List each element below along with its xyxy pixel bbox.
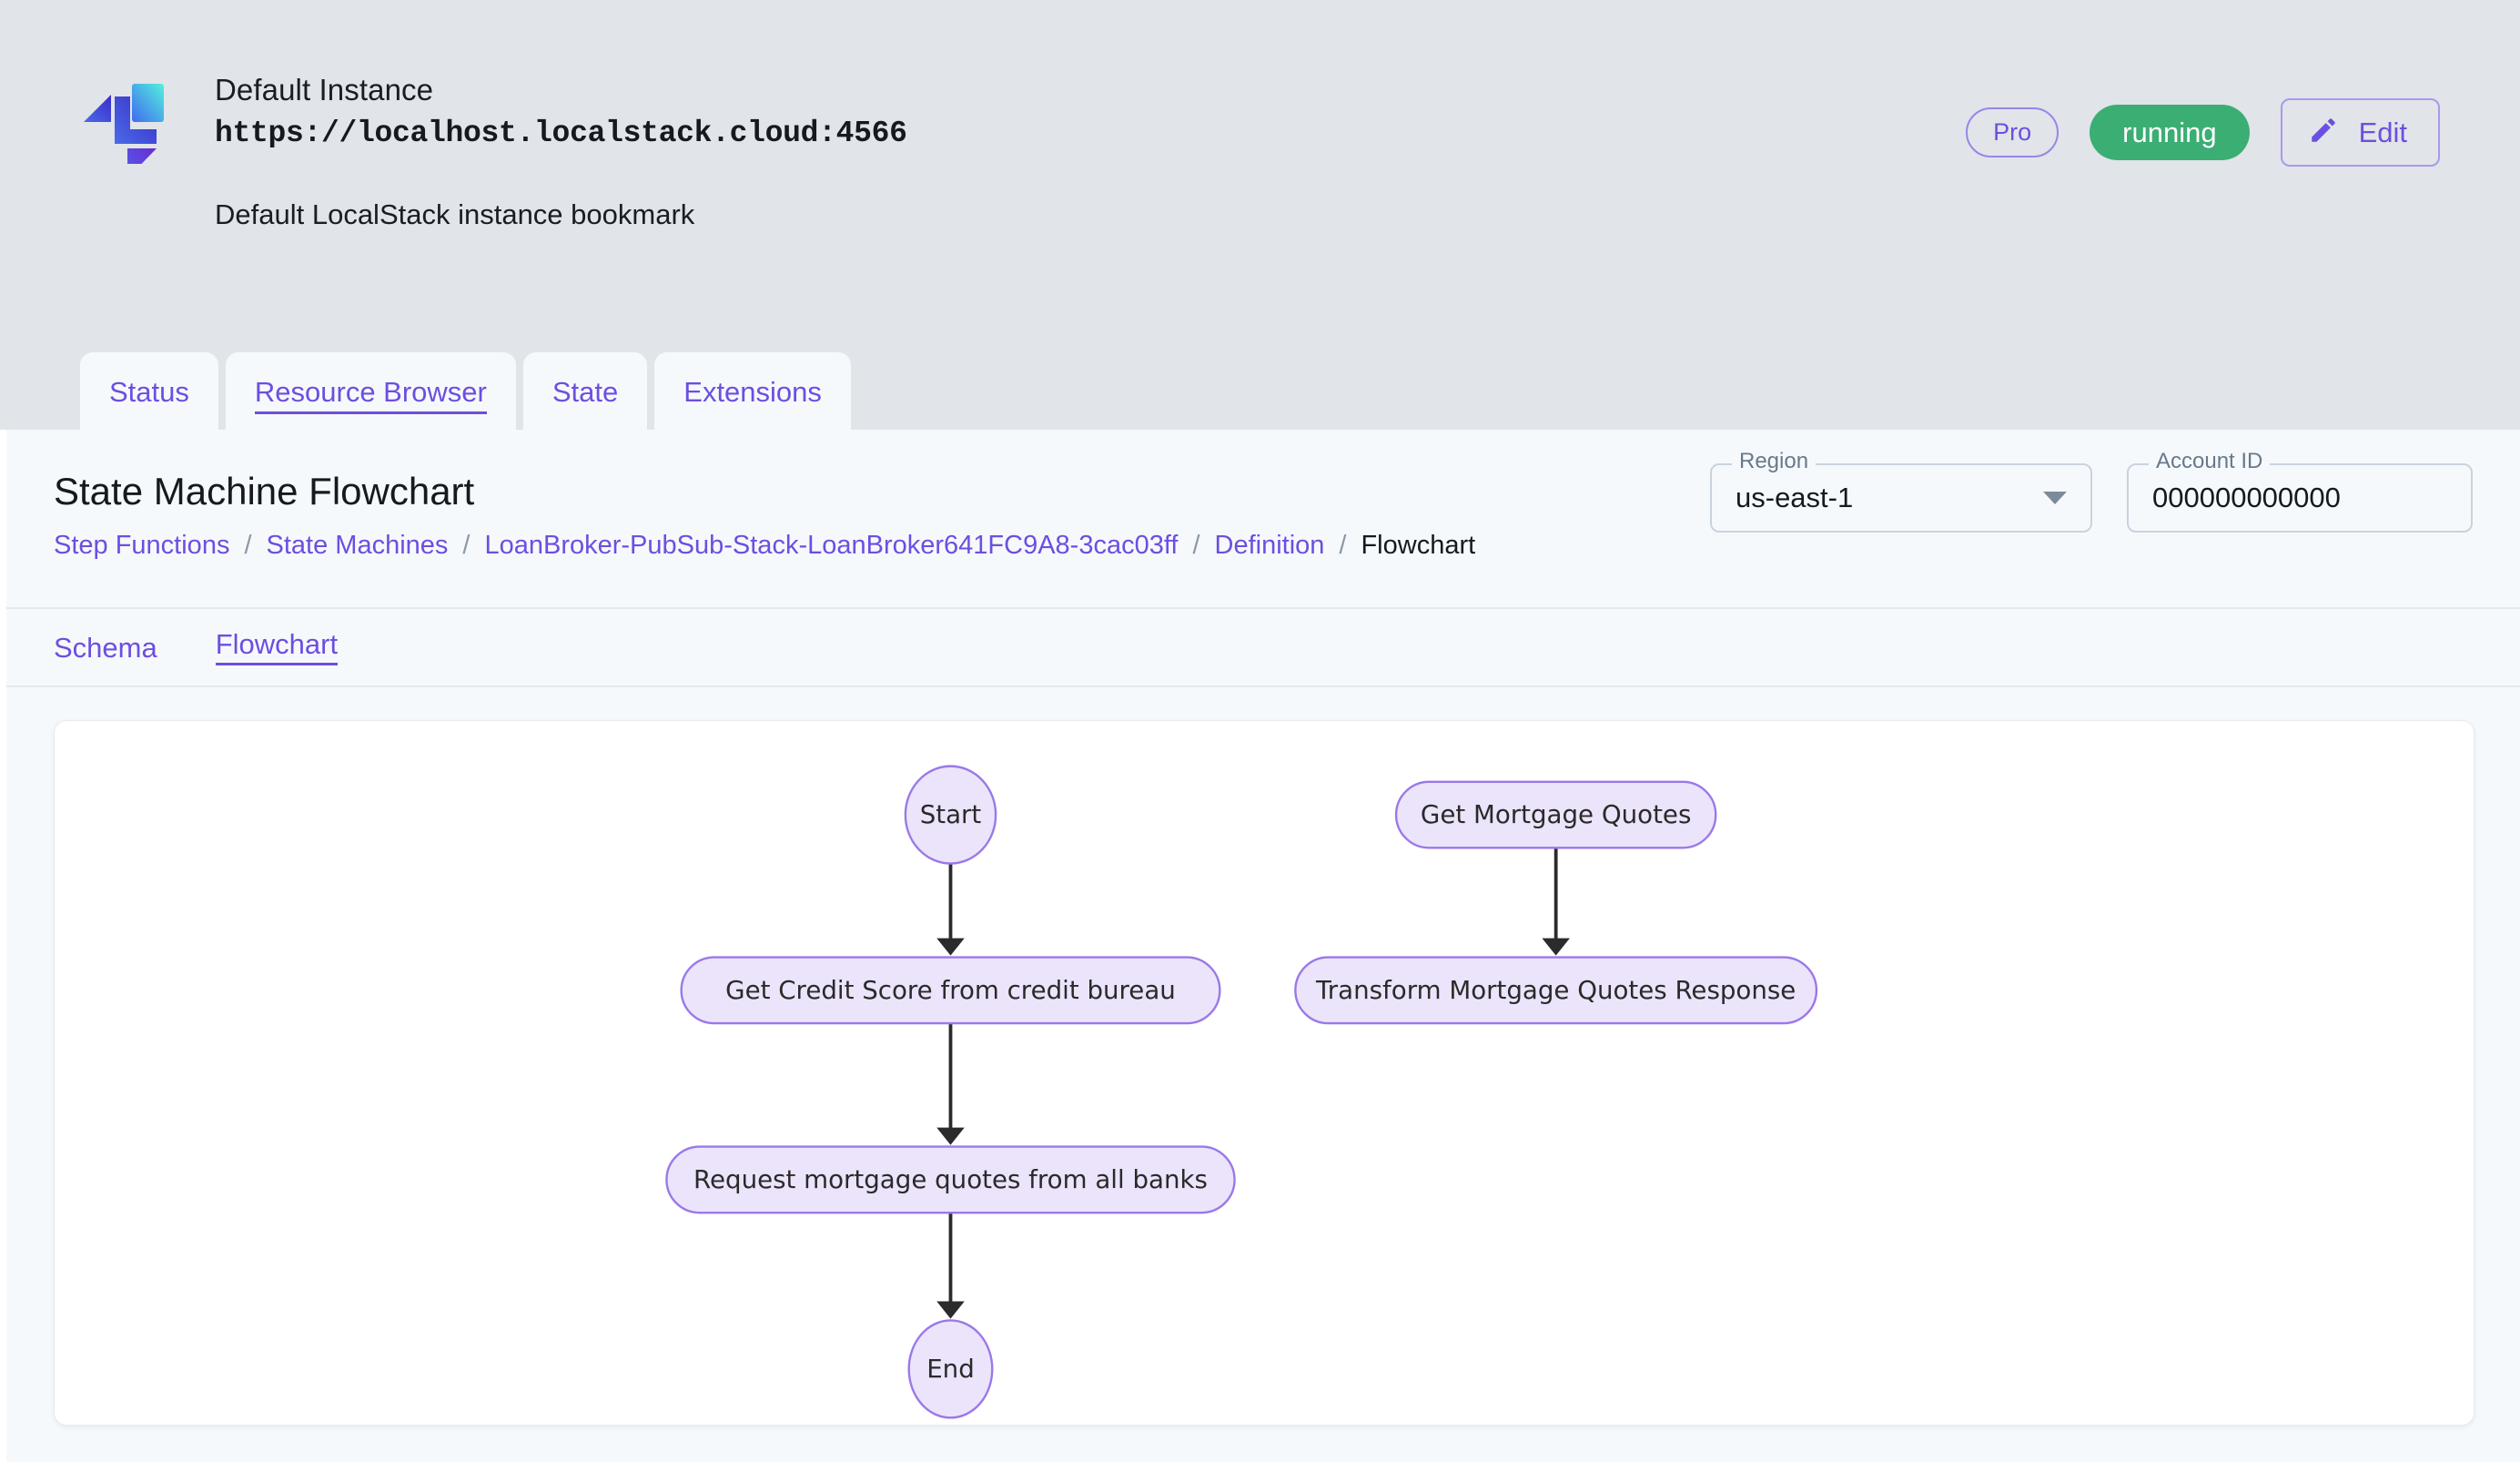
instance-description: Default LocalStack instance bookmark bbox=[215, 198, 695, 230]
flow-node-end[interactable]: End bbox=[907, 1319, 994, 1419]
breadcrumb-separator: / bbox=[462, 531, 471, 560]
flow-node-getquotes[interactable]: Get Mortgage Quotes bbox=[1394, 780, 1717, 849]
region-select[interactable]: Region us-east-1 bbox=[1710, 451, 2092, 533]
subtab-schema[interactable]: Schema bbox=[54, 631, 157, 664]
page-title: State Machine Flowchart bbox=[54, 470, 475, 513]
tab-resource-browser[interactable]: Resource Browser bbox=[225, 352, 516, 430]
edit-button[interactable]: Edit bbox=[2280, 98, 2440, 167]
breadcrumb-item-definition[interactable]: Definition bbox=[1214, 531, 1325, 560]
flow-node-label: Get Credit Score from credit bureau bbox=[725, 975, 1176, 1005]
breadcrumb-separator: / bbox=[244, 531, 252, 560]
breadcrumb-separator: / bbox=[1339, 531, 1347, 560]
flow-node-shape bbox=[1394, 780, 1717, 849]
region-label: Region bbox=[1732, 451, 1817, 472]
flow-node-shape bbox=[1294, 956, 1818, 1025]
chevron-down-icon[interactable] bbox=[2043, 492, 2067, 504]
flow-node-label: Get Mortgage Quotes bbox=[1421, 799, 1691, 829]
tab-status-label: Status bbox=[109, 376, 189, 408]
instance-summary: Default Instance https://localhost.local… bbox=[80, 71, 907, 231]
tab-extensions-label: Extensions bbox=[683, 376, 822, 408]
edit-button-label: Edit bbox=[2358, 117, 2407, 148]
subtab-flowchart[interactable]: Flowchart bbox=[215, 630, 339, 665]
instance-header: Default Instance https://localhost.local… bbox=[0, 0, 2520, 430]
breadcrumb-separator: / bbox=[1192, 531, 1200, 560]
instance-name: Default Instance bbox=[215, 73, 434, 107]
breadcrumb-item-state-machine-name[interactable]: LoanBroker-PubSub-Stack-LoanBroker641FC9… bbox=[484, 531, 1179, 560]
flow-node-shape bbox=[680, 956, 1221, 1025]
scope-selectors: Region us-east-1 Account ID 000000000000 bbox=[1710, 451, 2473, 533]
page-header: State Machine Flowchart Step Functions /… bbox=[6, 430, 2520, 609]
flow-node-shape bbox=[904, 765, 997, 865]
content-panel: State Machine Flowchart Step Functions /… bbox=[6, 430, 2520, 1462]
flow-node-shape bbox=[665, 1145, 1236, 1214]
flow-node-request[interactable]: Request mortgage quotes from all banks bbox=[665, 1145, 1236, 1214]
status-badge: running bbox=[2090, 105, 2250, 160]
region-value: us-east-1 bbox=[1736, 482, 1854, 513]
account-id-label: Account ID bbox=[2149, 451, 2271, 472]
flow-node-label: End bbox=[926, 1354, 975, 1384]
localstack-logo-icon bbox=[80, 76, 167, 178]
account-id-value: 000000000000 bbox=[2152, 482, 2341, 513]
breadcrumb-item-state-machines[interactable]: State Machines bbox=[266, 531, 449, 560]
flow-edge-arrowhead bbox=[936, 938, 965, 956]
flow-edge-arrowhead bbox=[936, 1127, 965, 1145]
pencil-icon bbox=[2308, 115, 2339, 150]
flow-node-shape bbox=[907, 1319, 994, 1419]
header-actions: Pro running Edit bbox=[1966, 98, 2440, 167]
instance-text-block: Default Instance https://localhost.local… bbox=[215, 71, 907, 231]
instance-url: https://localhost.localstack.cloud:4566 bbox=[215, 117, 907, 151]
flow-node-label: Transform Mortgage Quotes Response bbox=[1315, 975, 1796, 1005]
pro-chip[interactable]: Pro bbox=[1966, 107, 2060, 157]
flow-node-label: Request mortgage quotes from all banks bbox=[693, 1164, 1208, 1194]
flow-node-label: Start bbox=[920, 799, 982, 829]
flow-edge-arrowhead bbox=[936, 1301, 965, 1319]
breadcrumb-item-flowchart: Flowchart bbox=[1361, 531, 1476, 560]
tab-status[interactable]: Status bbox=[80, 352, 218, 430]
view-subtabs: Schema Flowchart bbox=[6, 609, 2520, 687]
breadcrumb: Step Functions / State Machines / LoanBr… bbox=[54, 533, 1475, 559]
tab-resource-browser-label: Resource Browser bbox=[254, 376, 487, 414]
flowchart-edges bbox=[936, 848, 1570, 1319]
account-id-field[interactable]: Account ID 000000000000 bbox=[2127, 451, 2473, 533]
main-tabs: Status Resource Browser State Extensions bbox=[80, 339, 851, 430]
breadcrumb-item-step-functions[interactable]: Step Functions bbox=[54, 531, 230, 560]
tab-state-label: State bbox=[552, 376, 619, 408]
tab-state[interactable]: State bbox=[522, 352, 648, 430]
flow-node-start[interactable]: Start bbox=[904, 765, 997, 865]
flow-node-transform[interactable]: Transform Mortgage Quotes Response bbox=[1294, 956, 1818, 1025]
tab-extensions[interactable]: Extensions bbox=[654, 352, 851, 430]
flow-edge-arrowhead bbox=[1542, 938, 1570, 956]
flow-node-credit[interactable]: Get Credit Score from credit bureau bbox=[680, 956, 1221, 1025]
